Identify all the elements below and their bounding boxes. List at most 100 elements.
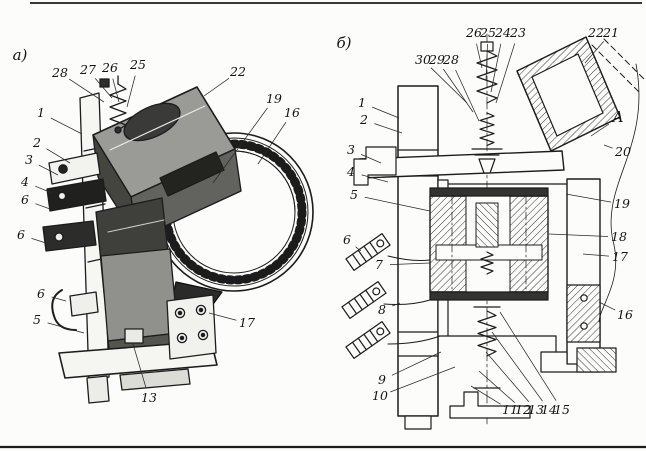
leader-line-8 <box>392 302 401 307</box>
armature-strip <box>159 151 225 197</box>
leader-line-3 <box>360 154 382 164</box>
terminal-lug-1 <box>345 233 391 271</box>
callout-25: 25 <box>129 57 146 72</box>
coil-cylinder <box>123 102 181 142</box>
leader-line-23 <box>495 43 516 104</box>
leader-line-4 <box>35 185 53 194</box>
spring-coil-bottom <box>477 310 497 357</box>
moving-core <box>475 202 499 248</box>
callout-7: 7 <box>375 257 383 272</box>
leader-line-2 <box>374 123 403 134</box>
callout-20: 20 <box>614 144 631 159</box>
magnet-core-section <box>429 187 549 301</box>
nameplate-window <box>124 328 144 344</box>
leader-line-3 <box>38 164 59 176</box>
leader-line-А <box>590 123 610 137</box>
leader-line-22 <box>573 40 589 57</box>
leader-line-1 <box>372 106 400 119</box>
terminal-lug-3 <box>345 321 391 359</box>
callout-26: 26 <box>465 25 482 40</box>
leader-line-5 <box>364 196 431 212</box>
callout-10: 10 <box>372 388 388 403</box>
callout-19: 19 <box>266 91 282 106</box>
leader-line-25 <box>485 43 488 81</box>
leader-line-28 <box>68 78 105 103</box>
callout-5: 5 <box>350 187 358 202</box>
callout-6: 6 <box>343 232 351 247</box>
leader-line-6 <box>31 238 47 244</box>
terminal-lug-2 <box>341 281 387 319</box>
leader-line-11 <box>470 385 501 405</box>
leader-line-26 <box>476 43 483 69</box>
callout-30: 30 <box>415 52 431 67</box>
terminal-screw <box>57 191 67 201</box>
callout-3: 3 <box>347 142 355 157</box>
leader-line-26 <box>112 78 120 103</box>
terminal-stack <box>42 152 107 252</box>
callout-13: 13 <box>141 390 157 405</box>
spring-cone <box>478 158 496 174</box>
leader-line-28 <box>455 69 480 122</box>
foot-hatched <box>576 347 617 373</box>
lug-wire-1 <box>387 255 431 261</box>
callout-28: 28 <box>51 65 68 80</box>
callout-9: 9 <box>378 372 386 387</box>
callout-2: 2 <box>32 135 41 150</box>
leader-line-30 <box>430 67 468 104</box>
terminal-screw <box>58 164 68 174</box>
callout-26: 26 <box>101 60 118 75</box>
leader-line-10 <box>390 366 456 393</box>
spring-coil <box>109 83 127 131</box>
callout-19: 19 <box>614 196 630 211</box>
callout-2: 2 <box>359 112 368 127</box>
callout-21: 21 <box>602 25 619 40</box>
terminal-screw <box>54 232 64 242</box>
leader-line-5 <box>47 322 85 334</box>
leader-line-19 <box>212 107 268 184</box>
inner-spring <box>480 251 494 275</box>
leader-line-6 <box>35 203 51 210</box>
leader-line-29 <box>442 68 474 113</box>
leader-line-6 <box>51 296 67 302</box>
callout-8: 8 <box>378 302 386 317</box>
leader-line-1 <box>50 117 83 135</box>
callout-23: 23 <box>509 25 526 40</box>
lug-wire-3 <box>387 335 441 345</box>
adjust-screw <box>99 78 110 88</box>
leader-line-21 <box>584 41 605 64</box>
view-b-drawing <box>341 33 646 430</box>
callout-1: 1 <box>37 105 45 120</box>
leader-line-14 <box>491 331 543 402</box>
callout-16: 16 <box>617 307 633 322</box>
callout-25: 25 <box>479 25 496 40</box>
leader-line-20 <box>603 144 613 149</box>
callout-27: 27 <box>79 62 96 77</box>
leader-line-17 <box>582 253 610 257</box>
callout-4: 4 <box>20 174 29 189</box>
view-a-label: а) <box>13 46 28 64</box>
callout-18: 18 <box>611 229 627 244</box>
lower-hook <box>51 289 99 331</box>
callout-3: 3 <box>25 152 33 167</box>
callout-12: 12 <box>515 402 531 417</box>
view-b-label: б) <box>336 34 351 52</box>
leader-line-13 <box>485 351 530 402</box>
callout-22: 22 <box>229 64 246 79</box>
armature-bar <box>353 146 565 186</box>
leader-line-12 <box>478 370 516 403</box>
callout-6: 6 <box>37 286 45 301</box>
leader-line-9 <box>391 351 442 376</box>
leader-line-19 <box>565 193 612 203</box>
callout-А: А <box>611 108 623 126</box>
bottom-bracket <box>449 391 531 419</box>
leader-line-2 <box>46 148 71 164</box>
spring-coil-fine <box>479 112 495 146</box>
leader-line-27 <box>94 78 113 99</box>
callout-17: 17 <box>612 249 628 264</box>
callout-14: 14 <box>541 402 557 417</box>
callout-11: 11 <box>502 402 518 417</box>
leader-line-24 <box>490 43 502 93</box>
leader-line-13 <box>132 343 147 388</box>
callout-17: 17 <box>239 315 255 330</box>
